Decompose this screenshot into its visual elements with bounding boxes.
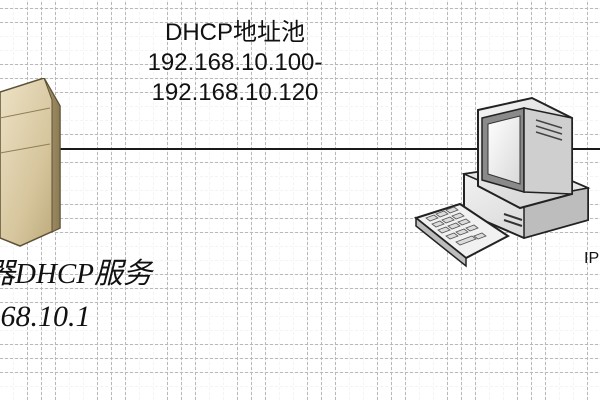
client-ip-label: IP [584,250,600,267]
server-service-label: 器DHCP服务 [0,258,152,290]
dhcp-pool-label: DHCP地址池 192.168.10.100- 192.168.10.120 [120,18,350,108]
network-cable [0,148,600,150]
server-icon [0,78,61,247]
dhcp-pool-title: DHCP地址池 [164,19,305,46]
dhcp-pool-range-start: 192.168.10.100- [147,49,323,76]
server-ip-label: .168.10.1 [0,300,91,333]
dhcp-pool-range-end: 192.168.10.120 [151,79,319,106]
client-computer-icon [413,96,591,268]
